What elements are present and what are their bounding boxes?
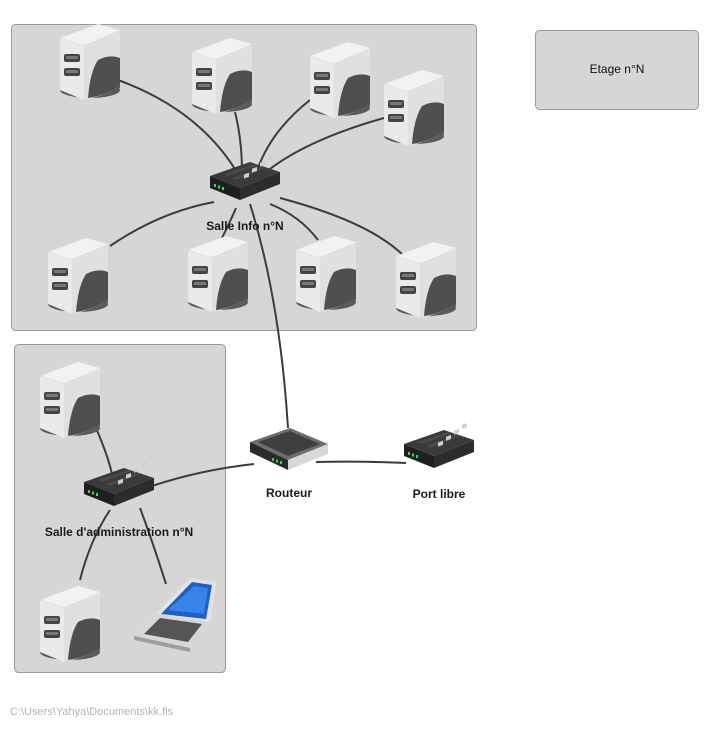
server-icon [40,586,100,662]
link-router-admin [151,463,255,487]
link-server4 [265,117,385,173]
link-admin-server1 [95,427,113,475]
switch-icon [404,423,474,468]
switch-salle-admin-label: Salle d'administration n°N [45,525,193,539]
server-icon [396,242,456,318]
file-path: C:\Users\Yahya\Documents\kk.fls [10,706,174,718]
router-icon [250,428,328,470]
link-server1 [117,79,239,175]
server-icon [60,24,120,100]
link-admin-laptop [139,507,167,585]
etage-box [535,30,699,110]
link-server8 [279,197,405,257]
network-links [79,79,407,585]
link-router-portlibre [315,460,407,464]
etage-label: Etage n°N [590,62,645,76]
server-icon [296,236,356,312]
port-libre-label: Port libre [413,487,466,501]
server-icon [192,38,252,114]
link-admin-server2 [79,509,111,581]
server-icon [384,70,444,146]
link-server7 [269,203,319,241]
link-switch-router [249,203,289,429]
router-label: Routeur [266,486,312,500]
server-icon [188,236,248,312]
server-icon [40,362,100,438]
switch-salle-info-label: Salle Info n°N [206,219,283,233]
server-icon [310,42,370,118]
link-server3 [257,99,311,169]
server-icon [48,238,108,314]
link-server5 [109,201,215,247]
